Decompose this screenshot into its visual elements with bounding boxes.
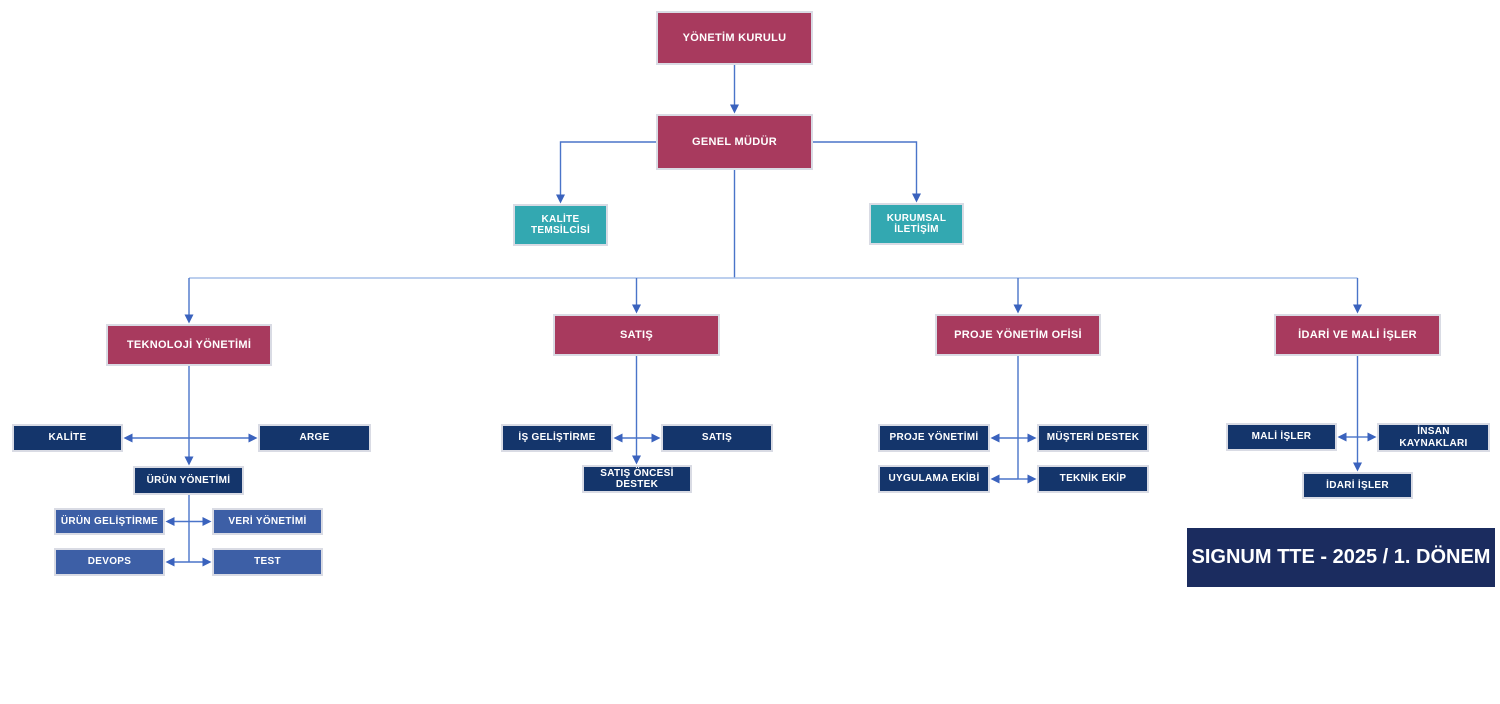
- org-node-satis-oncesi-destek: SATIŞ ÖNCESİ DESTEK: [582, 465, 692, 493]
- org-node-proje-yonetim-ofisi: PROJE YÖNETİM OFİSİ: [935, 314, 1101, 356]
- org-node-idari-ve-mali-isler: İDARİ VE MALİ İŞLER: [1274, 314, 1441, 356]
- org-node-teknoloji-yonetimi: TEKNOLOJİ YÖNETİMİ: [106, 324, 272, 366]
- org-node-urun-yonetimi: ÜRÜN YÖNETİMİ: [133, 466, 244, 495]
- org-node-musteri-destek: MÜŞTERİ DESTEK: [1037, 424, 1149, 452]
- org-node-yonetim-kurulu: YÖNETİM KURULU: [656, 11, 813, 65]
- org-node-genel-mudur: GENEL MÜDÜR: [656, 114, 813, 170]
- org-node-idari-isler: İDARİ İŞLER: [1302, 472, 1413, 499]
- org-node-devops: DEVOPS: [54, 548, 165, 576]
- org-node-kalite: KALİTE: [12, 424, 123, 452]
- org-node-proje-yonetimi: PROJE YÖNETİMİ: [878, 424, 990, 452]
- org-node-kurumsal-iletisim: KURUMSAL İLETİŞİM: [869, 203, 964, 245]
- org-node-mali-isler: MALİ İŞLER: [1226, 423, 1337, 451]
- org-node-teknik-ekip: TEKNİK EKİP: [1037, 465, 1149, 493]
- org-node-insan-kaynaklari: İNSAN KAYNAKLARI: [1377, 423, 1490, 452]
- org-node-satis: SATIŞ: [661, 424, 773, 452]
- org-node-arge: ARGE: [258, 424, 371, 452]
- org-node-is-gelistirme: İŞ GELİŞTİRME: [501, 424, 613, 452]
- org-node-urun-gelistirme: ÜRÜN GELİŞTİRME: [54, 508, 165, 535]
- org-node-uygulama-ekibi: UYGULAMA EKİBİ: [878, 465, 990, 493]
- org-node-test: TEST: [212, 548, 323, 576]
- period-title-banner: SIGNUM TTE - 2025 / 1. DÖNEM: [1187, 528, 1495, 587]
- org-node-satis-bolum: SATIŞ: [553, 314, 720, 356]
- org-node-kalite-temsilcisi: KALİTE TEMSİLCİSİ: [513, 204, 608, 246]
- org-node-veri-yonetimi: VERİ YÖNETİMİ: [212, 508, 323, 535]
